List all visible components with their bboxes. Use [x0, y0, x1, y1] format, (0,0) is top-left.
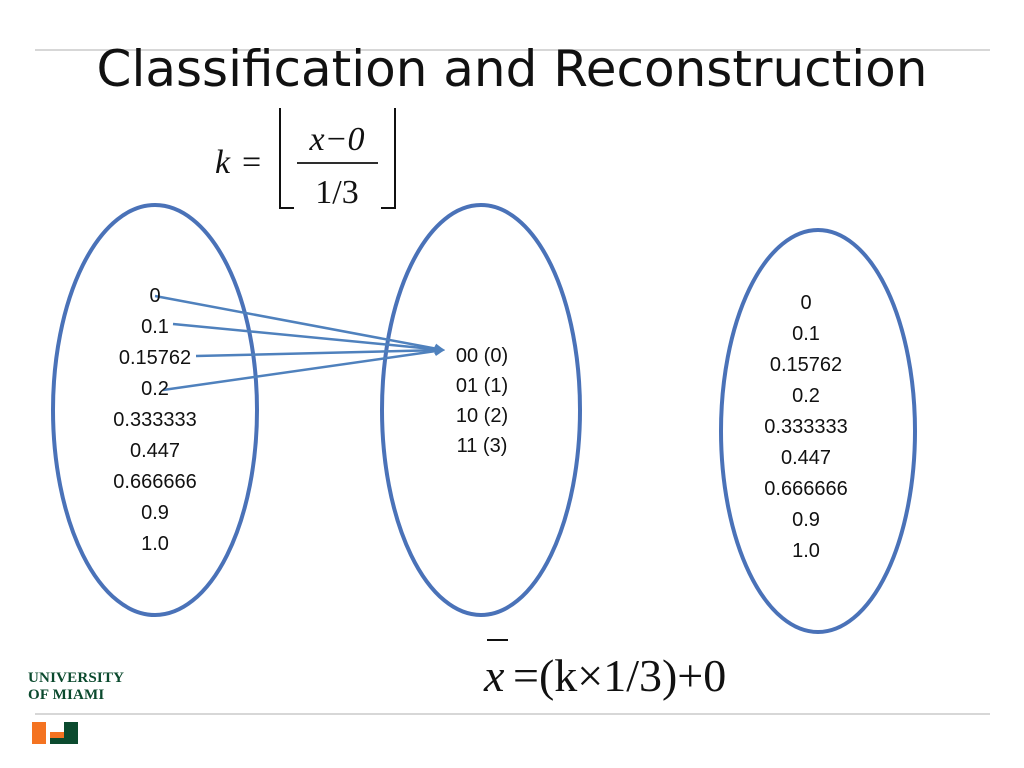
formula-k: k	[215, 144, 231, 181]
bottom-divider	[35, 713, 990, 715]
arrow-from-0.2	[162, 346, 445, 392]
right-value: 0.9	[792, 509, 820, 531]
university-logo: UNIVERSITY OF MIAMI	[28, 670, 124, 750]
formula-rhs: =(k×1/3)+0	[513, 650, 726, 701]
middle-ellipse	[380, 203, 582, 617]
left-value: 0.9	[141, 502, 169, 524]
left-value: 0.2	[141, 378, 169, 400]
u-mark-icon	[32, 722, 78, 744]
formula-denominator: 1/3	[315, 174, 358, 211]
code-item: 00 (0)	[455, 345, 509, 367]
left-value: 0.447	[129, 440, 181, 462]
left-value: 0.15762	[118, 347, 192, 369]
right-value: 0.333333	[764, 416, 848, 438]
code-item: 10 (2)	[455, 405, 509, 427]
code-item: 01 (1)	[455, 375, 509, 397]
arrow-from-0.15762	[195, 345, 445, 358]
right-value: 0.1	[792, 323, 820, 345]
logo-line-of-miami: OF MIAMI	[28, 687, 105, 703]
right-value: 0.15762	[769, 354, 843, 376]
right-value: 0.2	[792, 385, 820, 407]
left-value: 0.666666	[113, 471, 197, 493]
left-ellipse	[51, 203, 259, 617]
arrow-from-0	[154, 294, 445, 354]
right-values-list: 0 0.1 0.15762 0.2 0.333333 0.447 0.66666…	[736, 288, 876, 567]
slide-title: Classification and Reconstruction	[96, 40, 928, 98]
code-item: 11 (3)	[456, 435, 508, 457]
logo-line-university: UNIVERSITY	[28, 670, 125, 686]
left-value: 0.1	[141, 316, 169, 338]
right-ellipse	[719, 228, 917, 634]
right-value: 0.447	[780, 447, 832, 469]
right-value: 1.0	[792, 540, 820, 562]
formula-equals: =	[242, 144, 261, 181]
left-values-list: 0 0.1 0.15762 0.2 0.333333 0.447 0.66666…	[85, 281, 225, 560]
left-value: 0.333333	[113, 409, 197, 431]
floor-bracket-left	[279, 108, 294, 209]
right-value: 0.666666	[764, 478, 848, 500]
middle-codes-list: 00 (0) 01 (1) 10 (2) 11 (3)	[426, 341, 538, 461]
right-value: 0	[800, 292, 812, 314]
left-value: 0	[149, 285, 161, 307]
left-value: 1.0	[141, 533, 169, 555]
arrow-from-0.1	[172, 322, 445, 355]
formula-numerator: x−0	[308, 121, 364, 158]
floor-bracket-right	[381, 108, 396, 209]
formula-xbar: x	[483, 650, 505, 701]
top-divider	[35, 49, 990, 51]
